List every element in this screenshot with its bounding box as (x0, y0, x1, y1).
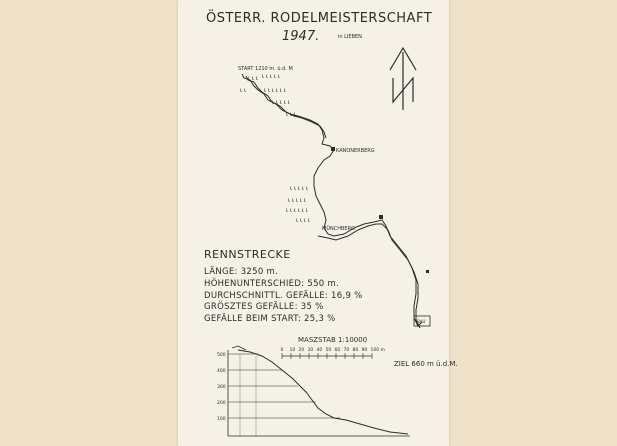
profile-y-label: 500 (217, 352, 226, 358)
elevation-profile (227, 345, 410, 437)
scale-tick-label: 40 (317, 347, 323, 353)
paper-sheet (178, 0, 449, 446)
svg-text:ι ι: ι ι (240, 87, 246, 94)
scale-tick-label: 90 (362, 347, 368, 353)
finish-label: ZIEL 660 m ü.d.M. (394, 360, 458, 368)
scale-tick-label: 60 (335, 347, 341, 353)
profile-y-label: 200 (217, 400, 226, 406)
svg-text:ι ι ι ι ι: ι ι ι ι ι (288, 197, 306, 204)
svg-text:ι ι ι ι: ι ι ι ι (296, 217, 310, 224)
svg-text:ι ι ι ι ι: ι ι ι ι ι (262, 73, 280, 80)
scale-tick-label: 20 (299, 347, 305, 353)
track-marker (426, 270, 429, 273)
stats-heading: RENNSTRECKE (204, 248, 291, 261)
forest-middle-icon: ι ι ι ι ι ι ι ι ι ι ι ι ι ι ι ι ι ι ι ι (286, 185, 310, 224)
finish-building-label: BAU (417, 319, 425, 324)
sled-track (241, 73, 423, 329)
scale-tick-label: 50 (326, 347, 332, 353)
map-year: 1947. (282, 29, 319, 44)
stats-line: HÖHENUNTERSCHIED: 550 m. (204, 278, 339, 289)
stats-line: GRÖSZTES GEFÄLLE: 35 % (204, 301, 324, 312)
checkpoint-1-label: KANONERBERG (336, 148, 375, 154)
svg-text:ι ι ι: ι ι ι (290, 185, 300, 192)
scale-label: MASZSTAB 1:10000 (298, 336, 367, 344)
scale-tick-label: 80 (353, 347, 359, 353)
stats-line: GEFÄLLE BEIM START: 25,3 % (204, 313, 336, 324)
svg-text:ι ι: ι ι (302, 185, 308, 192)
profile-y-label: 300 (217, 384, 226, 390)
profile-y-label: 400 (217, 368, 226, 374)
checkpoint-1-marker (331, 147, 335, 151)
profile-y-label: 100 (217, 416, 226, 422)
stats-line: DURCHSCHNITTL. GEFÄLLE: 16,9 % (204, 290, 363, 301)
svg-text:ι ι ι ι ι ι: ι ι ι ι ι ι (264, 87, 286, 94)
scale-tick-label: 70 (344, 347, 350, 353)
svg-text:ι ι ι: ι ι ι (248, 75, 258, 82)
finish-building (413, 315, 431, 327)
stats-line: LÄNGE: 3250 m. (204, 266, 278, 277)
svg-text:ι ι ι ι ι ι: ι ι ι ι ι ι (286, 207, 308, 214)
scale-tick-label: 30 (308, 347, 314, 353)
checkpoint-2-marker (379, 215, 383, 219)
svg-text:ι ι ι ι ι: ι ι ι ι ι (272, 99, 290, 106)
checkpoint-2-label: MÜNCHBERG (322, 225, 355, 232)
scale-tick-label: 100 m (371, 347, 385, 353)
start-label: START 1210 m. ü.d. M (238, 66, 293, 72)
map-location: in LIEBEN (338, 34, 362, 40)
north-arrow-icon (389, 46, 417, 110)
scale-tick-label: 0 (281, 347, 284, 353)
scale-tick-label: 10 (290, 347, 296, 353)
map-title: ÖSTERR. RODELMEISTERSCHAFT (206, 9, 432, 26)
